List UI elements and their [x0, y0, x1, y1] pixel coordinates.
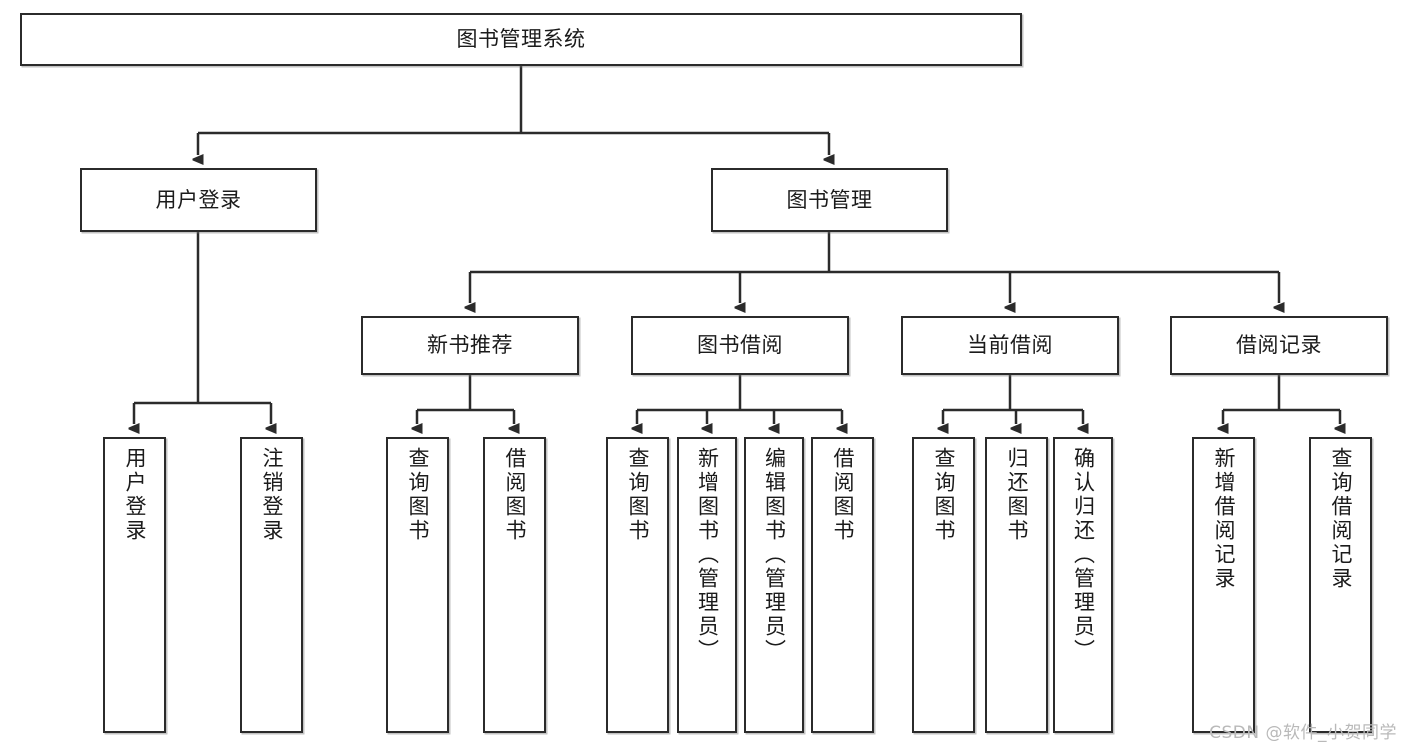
- node-leaf-logout[interactable]: 注销登录: [240, 437, 303, 733]
- node-label: 用户登录: [123, 447, 147, 543]
- watermark-text: CSDN @软件_小贺同学: [1209, 723, 1397, 743]
- node-leaf-add-borrow-record[interactable]: 新增借阅记录: [1192, 437, 1255, 733]
- node-label: 图书借阅: [697, 333, 783, 358]
- node-leaf-borrow-book-2[interactable]: 借阅图书: [811, 437, 874, 733]
- node-label: 借阅记录: [1236, 333, 1322, 358]
- node-leaf-query-book-3[interactable]: 查询图书: [912, 437, 975, 733]
- node-label: 确认归还（管理员）: [1071, 447, 1096, 663]
- node-leaf-query-borrow-record[interactable]: 查询借阅记录: [1309, 437, 1372, 733]
- node-label: 查询图书: [406, 447, 430, 543]
- node-book-management[interactable]: 图书管理: [711, 168, 948, 232]
- node-label: 图书管理: [786, 187, 873, 212]
- node-label: 归还图书: [1005, 447, 1029, 543]
- node-label: 注销登录: [260, 447, 284, 543]
- node-leaf-borrow-book-1[interactable]: 借阅图书: [483, 437, 546, 733]
- node-label: 新增借阅记录: [1212, 447, 1236, 591]
- node-label: 借阅图书: [503, 447, 527, 543]
- node-leaf-query-book-2[interactable]: 查询图书: [606, 437, 669, 733]
- node-label: 用户登录: [155, 187, 242, 212]
- node-label: 编辑图书（管理员）: [762, 447, 787, 663]
- node-leaf-return-book[interactable]: 归还图书: [985, 437, 1048, 733]
- node-book-borrow[interactable]: 图书借阅: [631, 316, 849, 375]
- node-label: 图书管理系统: [456, 27, 586, 52]
- node-label: 查询图书: [932, 447, 956, 543]
- node-label: 新书推荐: [427, 333, 513, 358]
- node-label: 当前借阅: [967, 333, 1053, 358]
- node-user-login[interactable]: 用户登录: [80, 168, 317, 232]
- node-root-system[interactable]: 图书管理系统: [20, 13, 1022, 66]
- node-label: 新增图书（管理员）: [695, 447, 720, 663]
- node-leaf-add-book[interactable]: 新增图书（管理员）: [677, 437, 737, 733]
- node-label: 查询图书: [626, 447, 650, 543]
- node-label: 查询借阅记录: [1329, 447, 1353, 591]
- node-label: 借阅图书: [831, 447, 855, 543]
- node-current-borrow[interactable]: 当前借阅: [901, 316, 1119, 375]
- node-new-book-recommend[interactable]: 新书推荐: [361, 316, 579, 375]
- node-leaf-user-login[interactable]: 用户登录: [103, 437, 166, 733]
- node-leaf-confirm-return[interactable]: 确认归还（管理员）: [1053, 437, 1113, 733]
- node-leaf-edit-book[interactable]: 编辑图书（管理员）: [744, 437, 804, 733]
- node-borrow-record[interactable]: 借阅记录: [1170, 316, 1388, 375]
- node-leaf-query-book-1[interactable]: 查询图书: [386, 437, 449, 733]
